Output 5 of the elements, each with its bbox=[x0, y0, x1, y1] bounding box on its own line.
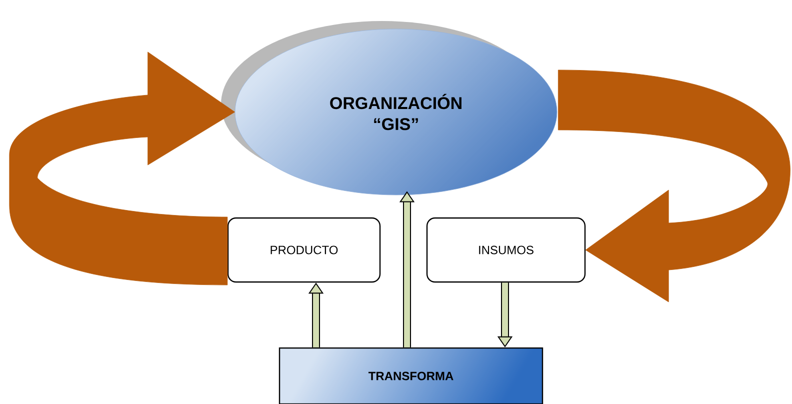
process-box: TRANSFORMA bbox=[278, 347, 544, 404]
curved-arrow bbox=[9, 52, 235, 286]
rounded-box: PRODUCTO bbox=[227, 217, 381, 283]
curved-arrow bbox=[558, 70, 790, 302]
rounded-box: INSUMOS bbox=[426, 217, 586, 283]
